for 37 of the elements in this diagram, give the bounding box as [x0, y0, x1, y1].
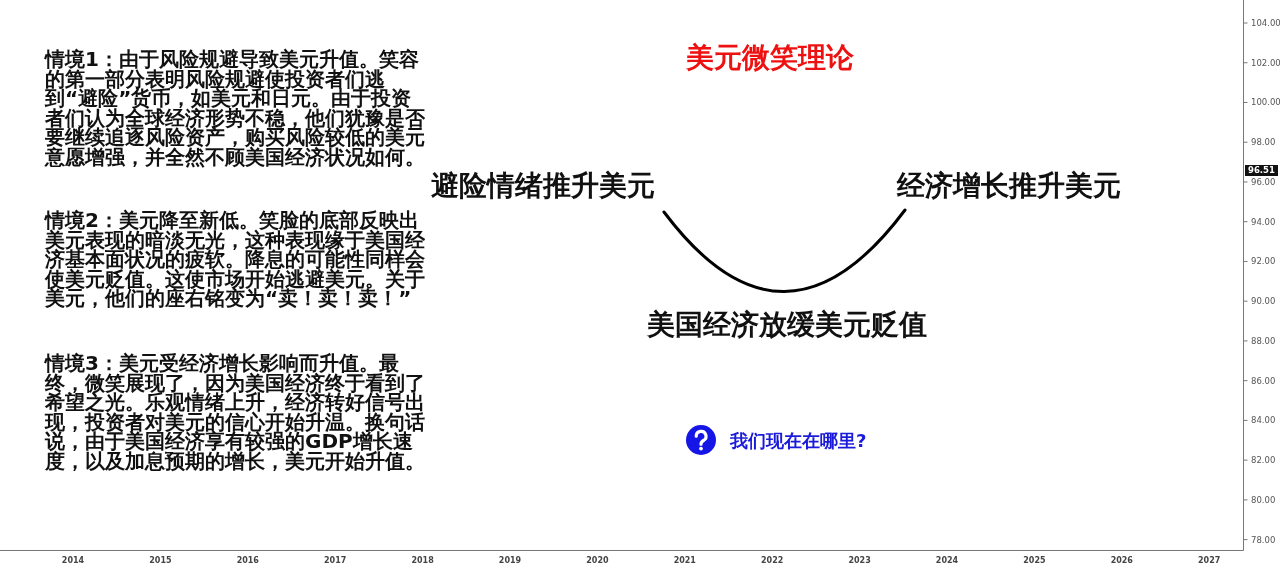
year-tick-label: 2024: [935, 556, 959, 566]
scenario-paragraph: 情境2：美元降至新低。笑脸的底部反映出美元表现的暗淡无光，这种表现缘于美国经济基本面状况的疲软。降息的可能性同样会使美元贬值。这使市场开始逃避美元。关于美元，他们的座右铭变为“卖！卖！卖！”: [45, 211, 426, 309]
price-tick-label: 80.00: [1251, 494, 1276, 505]
price-tick-label: 98.00: [1251, 137, 1276, 148]
phase-label: 经济增长推升美元: [897, 170, 1121, 202]
price-tick-label: 86.00: [1251, 375, 1276, 386]
phase-label: 美国经济放缓美元贬值: [647, 309, 927, 341]
year-tick-label: 2021: [673, 556, 696, 566]
price-tick-label: 94.00: [1251, 216, 1276, 227]
price-tick-label: 90.00: [1251, 296, 1276, 307]
year-tick-label: 2017: [324, 556, 347, 566]
diagram-title: 美元微笑理论: [686, 42, 854, 74]
year-tick-label: 2019: [498, 556, 522, 566]
phase-label: 避险情绪推升美元: [431, 170, 655, 202]
question-text: 我们现在在哪里?: [730, 430, 867, 452]
year-tick-label: 2022: [761, 556, 784, 566]
scenario-paragraph: 情境3：美元受经济增长影响而升值。最终，微笑展现了，因为美国经济终于看到了希望之光。乐观情绪上升，经济转好信号出现，投资者对美元的信心开始升温。换句话说，由于美国经济享有较强的GDP增长速度，以及加息预期的增长，美元开始升值。: [45, 354, 426, 472]
scenario-paragraph: 情境1：由于风险规避导致美元升值。笑容的第一部分表明风险规避使投资者们逃到“避险”货币，如美元和日元。由于投资者们认为全球经济形势不稳，他们犹豫是否要继续追逐风险资产，购买风险较低的美元意愿增强，并全然不顾美国经济状况如何。: [45, 50, 426, 168]
year-tick-label: 2018: [411, 556, 434, 566]
price-tick-label: 92.00: [1251, 256, 1276, 267]
price-marker: 96.51: [1245, 165, 1278, 176]
price-tick-label: 88.00: [1251, 335, 1276, 346]
year-tick-label: 2025: [1023, 556, 1046, 566]
price-tick-label: 84.00: [1251, 415, 1276, 426]
price-tick-label: 78.00: [1251, 534, 1276, 545]
price-tick-label: 96.00: [1251, 176, 1276, 187]
year-tick-label: 2026: [1110, 556, 1133, 566]
year-tick-label: 2015: [149, 556, 172, 566]
year-tick-label: 2014: [61, 556, 85, 566]
year-tick-label: 2023: [848, 556, 871, 566]
price-tick-label: 102.00: [1251, 57, 1280, 68]
price-tick-label: 104.00: [1251, 18, 1280, 28]
price-tick-label: 100.00: [1251, 97, 1280, 108]
year-tick-label: 2016: [236, 556, 259, 566]
year-tick-label: 2020: [586, 556, 609, 566]
price-tick-label: 82.00: [1251, 455, 1276, 466]
year-tick-label: 2027: [1198, 556, 1221, 566]
